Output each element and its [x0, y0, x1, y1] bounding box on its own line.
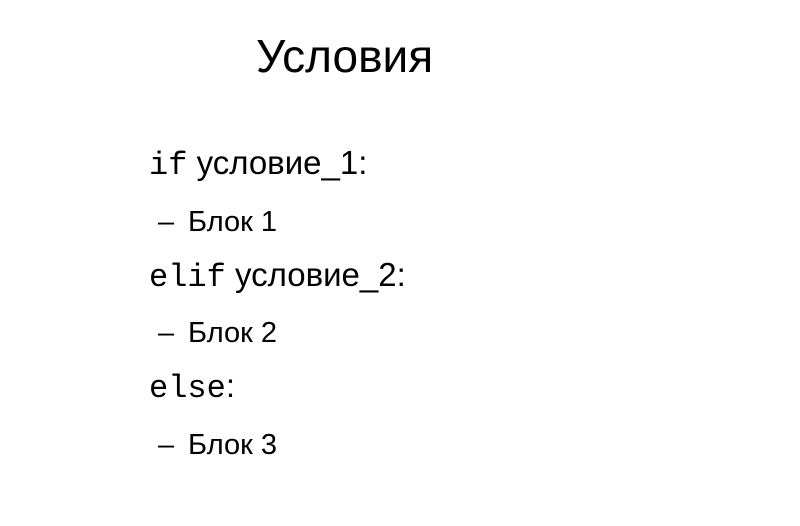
if-line: if условие_1: [149, 143, 367, 186]
block-1-line: –Блок 1 [158, 204, 277, 240]
dash-bullet: – [158, 429, 175, 461]
elif-line: elif условие_2: [149, 255, 406, 298]
if-keyword: if [149, 147, 188, 184]
else-line: else: [149, 366, 235, 409]
block-3-text: Блок 3 [188, 429, 277, 461]
block-1-text: Блок 1 [188, 206, 277, 238]
block-2-text: Блок 2 [188, 317, 277, 349]
condition-2-text: условие_2 [225, 256, 397, 293]
elif-keyword: elif [149, 259, 226, 296]
slide-title: Условия [256, 30, 434, 82]
block-2-line: –Блок 2 [158, 315, 277, 351]
colon: : [225, 367, 235, 404]
condition-1-text: условие_1 [187, 144, 359, 181]
else-keyword: else [149, 370, 226, 407]
colon: : [358, 144, 368, 181]
colon: : [396, 256, 406, 293]
dash-bullet: – [158, 206, 175, 238]
block-3-line: –Блок 3 [158, 427, 277, 463]
dash-bullet: – [158, 317, 175, 349]
